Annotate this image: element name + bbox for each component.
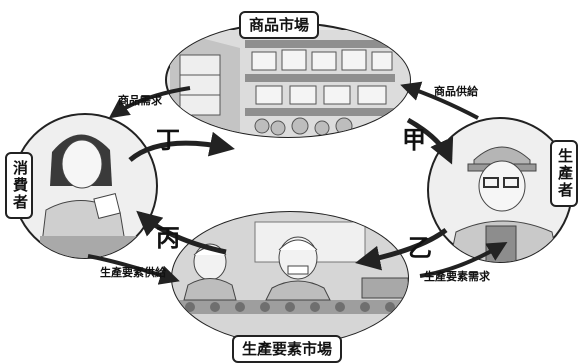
consumer-label: 消費者: [5, 152, 33, 219]
producer-label: 生產者: [550, 140, 578, 207]
goods-market-label: 商品市場: [239, 11, 320, 39]
goods-supply-label: 商品供給: [434, 85, 478, 98]
factor-market-scene: [171, 211, 409, 345]
arrow-jia: [406, 117, 454, 165]
arrow-factor-demand: [419, 241, 508, 278]
mark-bing: 丙: [156, 224, 180, 252]
outer-flow-arrows: [87, 81, 508, 285]
goods-market-scene: [165, 22, 411, 138]
arrow-goods-demand: [108, 86, 191, 119]
goods-demand-label: 商品需求: [118, 94, 162, 107]
arrow-yi: [355, 227, 448, 271]
factor-supply-label: 生產要素供給: [100, 266, 166, 279]
inner-flow-arrows: [128, 117, 454, 271]
mark-ding: 丁: [156, 126, 180, 154]
arrow-ding: [128, 131, 235, 162]
factor-demand-label: 生產要素需求: [424, 270, 490, 283]
consumer-illustration: [12, 113, 158, 259]
mark-yi: 乙: [408, 234, 432, 262]
arrow-bing: [136, 210, 227, 255]
arrow-goods-supply: [400, 81, 479, 120]
arrow-factor-supply: [87, 254, 180, 285]
mark-jia: 甲: [402, 126, 426, 154]
